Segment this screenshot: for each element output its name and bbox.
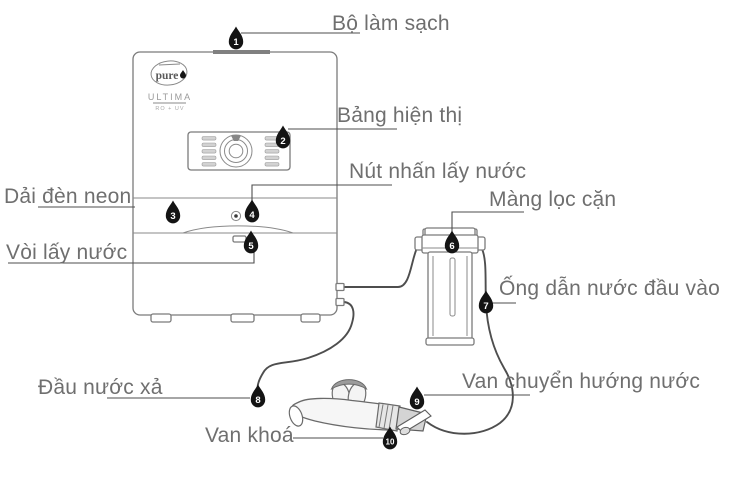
marker-7: 7	[478, 290, 494, 314]
marker-10: 10	[382, 426, 398, 450]
stub-lower	[335, 297, 345, 307]
label-dispense-button: Nút nhấn lấy nước	[349, 160, 527, 183]
marker-3: 3	[165, 200, 181, 224]
leader-4	[251, 184, 392, 205]
diverter-nub	[399, 426, 411, 436]
svg-text:6: 6	[449, 241, 454, 252]
marker-8: 8	[250, 384, 266, 408]
marker-2: 2	[275, 125, 291, 149]
display-panel	[187, 131, 291, 171]
label-cleaning-unit: Bộ làm sạch	[332, 12, 450, 35]
pre-filter	[414, 227, 486, 346]
ribbed-coupling	[375, 402, 401, 432]
svg-text:3: 3	[170, 211, 175, 222]
display-right-bars	[264, 136, 280, 167]
svg-text:5: 5	[248, 241, 254, 252]
label-display-panel: Bảng hiện thị	[337, 104, 463, 127]
filter-window	[449, 257, 456, 317]
variant-text: RO + UV	[155, 106, 184, 112]
leader-5	[8, 251, 255, 264]
brand-text: pure	[156, 70, 179, 82]
faucet	[288, 379, 432, 436]
marker-6: 6	[444, 230, 460, 254]
logo-drop-icon	[180, 70, 186, 79]
tap-arch	[182, 225, 294, 234]
display-dial	[219, 134, 253, 168]
marker-5: 5	[243, 230, 259, 254]
svg-text:2: 2	[280, 136, 285, 147]
brand-logo: pure ULTIMA RO + UV	[148, 60, 192, 112]
display-left-bars	[201, 136, 217, 167]
svg-text:9: 9	[414, 397, 419, 408]
filter-base	[425, 337, 475, 346]
svg-text:7: 7	[483, 301, 488, 312]
faucet-spout-opening	[288, 405, 304, 427]
marker-4: 4	[244, 199, 260, 223]
purifier-unit: pure ULTIMA RO + UV	[132, 50, 345, 323]
svg-text:4: 4	[249, 210, 255, 221]
svg-text:10: 10	[386, 438, 395, 447]
tap-spout	[232, 235, 247, 243]
foot-right	[300, 313, 321, 323]
label-neon-strip: Dải đèn neon	[4, 185, 132, 208]
label-drain-outlet: Đầu nước xả	[38, 376, 163, 399]
markers: 1 2 3 4 5 6 7	[165, 26, 494, 450]
label-water-tap: Vòi lấy nước	[6, 241, 128, 264]
foot-left	[150, 313, 172, 323]
leader-6	[451, 211, 524, 236]
svg-text:1: 1	[233, 37, 239, 48]
model-text: ULTIMA	[148, 92, 192, 102]
dial-notch	[231, 135, 241, 141]
diverter-valve	[395, 406, 432, 436]
label-sediment-filter: Màng lọc cặn	[489, 188, 617, 211]
logo-oval	[150, 60, 188, 86]
foot-center	[230, 313, 255, 323]
stub-upper	[335, 282, 345, 292]
dispense-button	[230, 210, 242, 222]
label-shutoff-valve: Van khoá	[205, 424, 294, 447]
svg-text:8: 8	[255, 395, 260, 406]
logo-topline	[158, 63, 181, 66]
marker-1: 1	[228, 26, 244, 50]
drain-tube	[256, 301, 355, 392]
inlet-tube-upper	[343, 245, 419, 288]
inlet-tube-lower	[426, 248, 514, 435]
label-inlet-tube: Ống dẫn nước đầu vào	[499, 277, 720, 300]
leader-lines	[8, 32, 530, 439]
label-diverter-valve: Van chuyển hướng nước	[462, 370, 701, 393]
marker-9: 9	[409, 386, 425, 410]
